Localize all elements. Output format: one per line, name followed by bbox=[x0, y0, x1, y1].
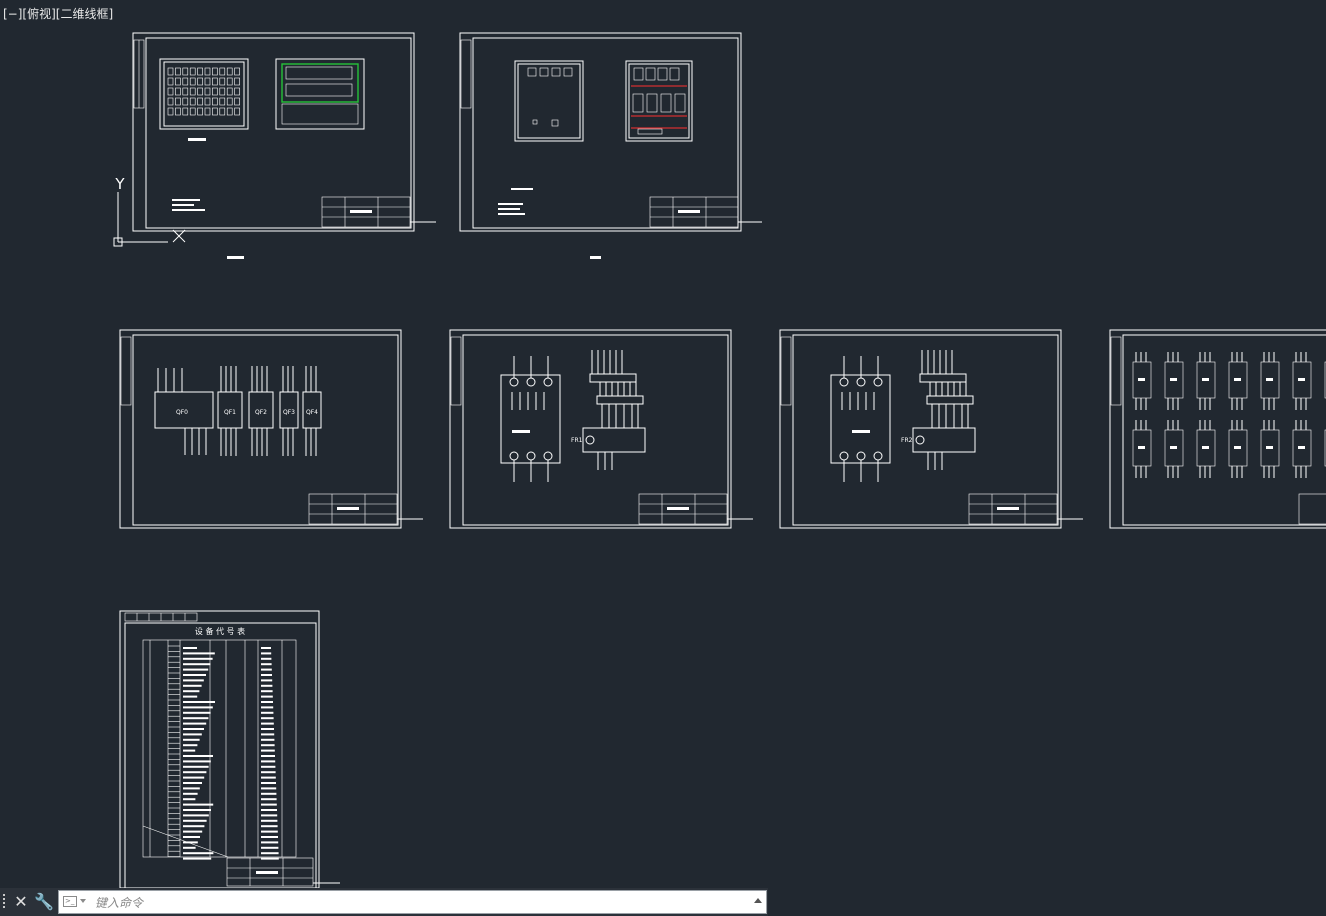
sheet-terminal-modules[interactable] bbox=[1109, 329, 1326, 529]
breaker-qf1-label: QF1 bbox=[224, 409, 236, 416]
breaker-qf4-label: QF4 bbox=[306, 409, 318, 416]
visual-style-menu[interactable]: [二维线框] bbox=[55, 7, 114, 21]
command-input[interactable] bbox=[93, 892, 737, 914]
view-menu[interactable]: [俯视] bbox=[22, 7, 56, 21]
command-prompt-icon[interactable]: >_ bbox=[63, 896, 77, 907]
relay-fr2-label: FR2 bbox=[901, 437, 913, 444]
sheet-breaker-schematic[interactable]: QF0 QF1 QF2 QF3 QF4 bbox=[119, 329, 423, 529]
viewport-controls-menu[interactable]: [−] bbox=[3, 7, 23, 21]
command-line-input-box[interactable]: >_ bbox=[58, 890, 767, 914]
close-icon[interactable]: ✕ bbox=[14, 892, 28, 911]
command-line-bar: ✕ 🔧 >_ bbox=[0, 888, 768, 916]
breaker-qf0-label: QF0 bbox=[176, 409, 188, 416]
chevron-down-icon[interactable] bbox=[80, 899, 86, 903]
sheet-device-code-table[interactable]: 设 备 代 号 表 bbox=[119, 610, 340, 888]
relay-fr1-label: FR1 bbox=[571, 437, 583, 444]
viewport-controls: [−][俯视][二维线框] bbox=[3, 5, 113, 22]
history-arrow-icon[interactable] bbox=[754, 898, 762, 903]
ucs-y-label: Y bbox=[114, 175, 125, 193]
sheet-contactor-1[interactable]: FR1 bbox=[449, 329, 753, 529]
ucs-icon: Y bbox=[113, 175, 186, 247]
model-space-canvas[interactable]: Y QF0 QF1 bbox=[0, 0, 1326, 888]
wrench-icon[interactable]: 🔧 bbox=[34, 892, 54, 911]
device-code-table-title: 设 备 代 号 表 bbox=[195, 626, 245, 636]
sheet-panel-layout[interactable] bbox=[132, 32, 436, 259]
breaker-qf3-label: QF3 bbox=[283, 409, 295, 416]
sheet-cabinet-front[interactable] bbox=[459, 32, 762, 259]
sheet-contactor-2[interactable]: FR2 bbox=[779, 329, 1083, 529]
breaker-qf2-label: QF2 bbox=[255, 409, 267, 416]
command-line-grip-handle[interactable] bbox=[3, 894, 9, 910]
